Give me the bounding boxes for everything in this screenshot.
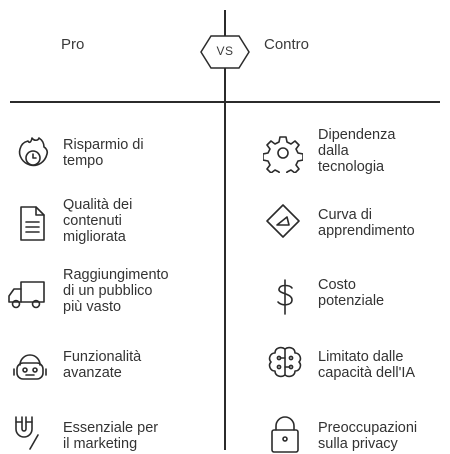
contro-item-label: Dipendenza dalla tecnologia [318,127,396,175]
pro-item-label: Funzionalità avanzate [63,349,142,381]
contro-item-label: Costo potenziale [318,277,385,309]
pro-item-label: Qualità dei contenuti migliorata [63,197,133,245]
contro-item-label: Limitato dalle capacità dell'IA [318,349,416,381]
pro-item-label: Essenziale per il marketing [63,420,159,452]
contro-header: Contro [264,36,310,53]
pro-header: Pro [61,36,85,53]
robot-icon [10,345,50,385]
magnet-icon [8,413,48,453]
dollar-icon [265,277,305,317]
document-icon [12,203,52,243]
vertical-divider [224,10,226,450]
vs-badge: VS [199,33,251,71]
contro-item-label: Preoccupazioni sulla privacy [318,420,418,452]
vs-label: VS [216,44,234,58]
brain-icon [265,343,305,383]
eraser-icon [263,201,303,241]
contro-item-label: Curva di apprendimento [318,207,415,239]
lock-icon [265,414,305,454]
vs-badge-shape [200,35,250,69]
horizontal-divider [10,101,440,103]
pro-item-label: Risparmio di tempo [63,137,144,169]
timer-icon [12,133,52,173]
pro-item-label: Raggiungimento di un pubblico più vasto [63,267,169,315]
truck-icon [6,273,46,313]
gear-icon [263,133,303,173]
